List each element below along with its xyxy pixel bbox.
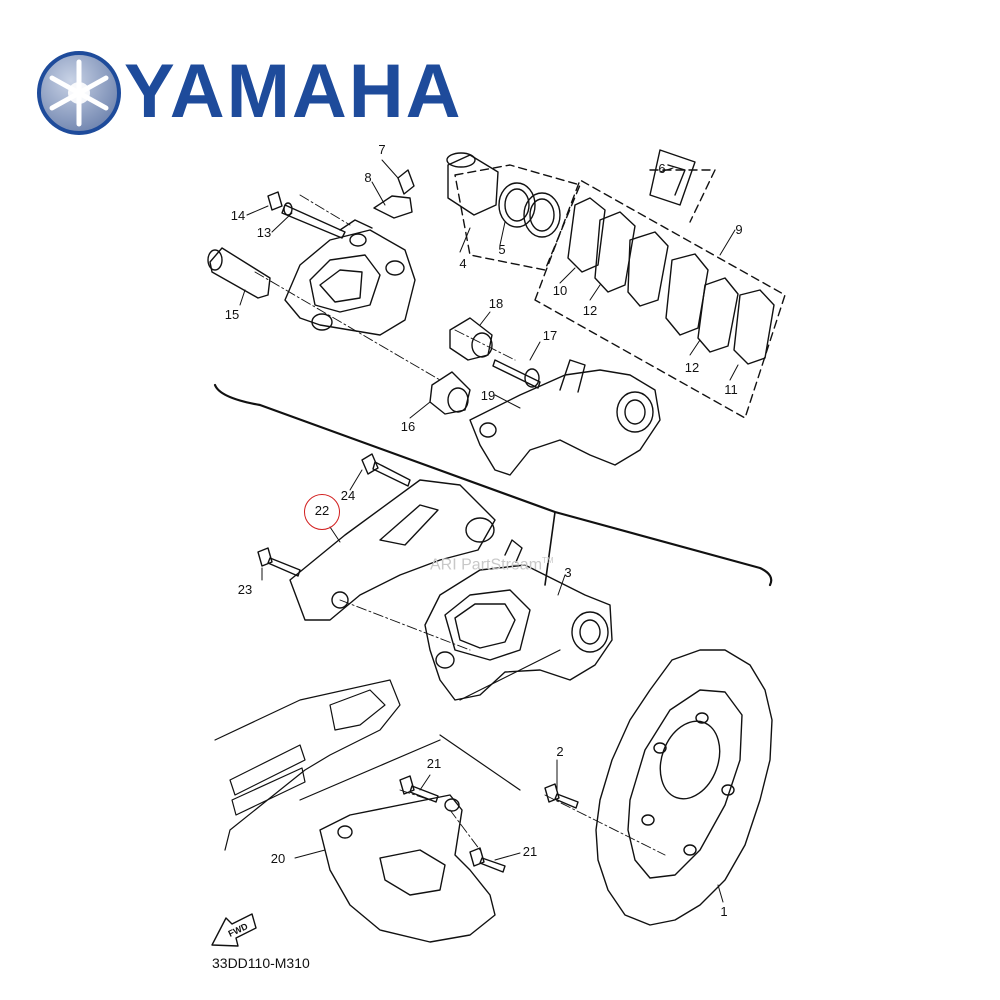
yamaha-logo: YAMAHA bbox=[36, 50, 461, 140]
bracket-pins-and-boots bbox=[429, 317, 541, 415]
leader-lines bbox=[239, 159, 739, 903]
callout-16[interactable]: 16 bbox=[400, 419, 416, 434]
callout-6[interactable]: 6 bbox=[658, 161, 666, 176]
callout-13[interactable]: 13 bbox=[256, 225, 272, 240]
assembly-bracket-stem bbox=[544, 511, 556, 586]
caliper-bracket bbox=[469, 359, 661, 476]
callout-8[interactable]: 8 bbox=[364, 170, 372, 185]
callout-3[interactable]: 3 bbox=[564, 565, 572, 580]
brand-wordmark: YAMAHA bbox=[124, 49, 463, 134]
callout-2[interactable]: 2 bbox=[556, 744, 564, 759]
callout-18[interactable]: 18 bbox=[488, 296, 504, 311]
callout-12b[interactable]: 12 bbox=[684, 360, 700, 375]
watermark-text: ARI PartStream bbox=[430, 556, 543, 574]
callout-10[interactable]: 10 bbox=[552, 283, 568, 298]
callout-11[interactable]: 11 bbox=[724, 382, 738, 397]
callout-23[interactable]: 23 bbox=[237, 582, 253, 597]
trademark-mark: TM bbox=[542, 556, 554, 565]
brake-pads bbox=[567, 197, 775, 365]
tuning-fork-emblem-icon bbox=[37, 51, 121, 135]
callout-15[interactable]: 15 bbox=[224, 307, 240, 322]
callout-21b[interactable]: 21 bbox=[522, 844, 538, 859]
alignment-lines bbox=[254, 194, 666, 856]
bolt-23 bbox=[257, 547, 301, 577]
callout-5[interactable]: 5 bbox=[498, 242, 506, 257]
pad-spring bbox=[649, 149, 696, 206]
bleeder-screw-and-cap bbox=[373, 169, 415, 219]
callout-14[interactable]: 14 bbox=[230, 208, 246, 223]
caliper-guard bbox=[289, 479, 496, 621]
bolt-24 bbox=[361, 453, 411, 487]
pad-retainer-dashed-box bbox=[649, 169, 716, 223]
assembly-bracket-line bbox=[213, 383, 773, 587]
watermark: ARI PartStreamTM bbox=[430, 556, 554, 574]
callout-17[interactable]: 17 bbox=[542, 328, 558, 343]
bolts-21 bbox=[399, 775, 506, 873]
highlight-circle bbox=[304, 494, 340, 530]
piston-and-seals bbox=[446, 152, 561, 238]
piston-dashed-box bbox=[454, 164, 581, 271]
assembled-caliper bbox=[424, 539, 613, 701]
callout-1[interactable]: 1 bbox=[720, 904, 728, 919]
brake-disc bbox=[595, 649, 773, 926]
callout-7[interactable]: 7 bbox=[378, 142, 386, 157]
callout-22[interactable]: 22 bbox=[314, 503, 330, 518]
callout-4[interactable]: 4 bbox=[459, 256, 467, 271]
callout-20[interactable]: 20 bbox=[270, 851, 286, 866]
callout-24[interactable]: 24 bbox=[340, 488, 356, 503]
fwd-arrow-icon bbox=[211, 913, 257, 947]
callout-9[interactable]: 9 bbox=[735, 222, 743, 237]
bolt-2 bbox=[544, 783, 579, 809]
callout-12a[interactable]: 12 bbox=[582, 303, 598, 318]
disc-guard bbox=[319, 794, 496, 943]
slide-pin bbox=[207, 247, 271, 299]
upper-caliper-body bbox=[284, 219, 416, 336]
pad-kit-dashed-box bbox=[534, 179, 786, 419]
pad-pin-and-plug bbox=[267, 191, 346, 239]
callout-19[interactable]: 19 bbox=[480, 388, 496, 403]
swingarm bbox=[214, 649, 561, 851]
callout-21a[interactable]: 21 bbox=[426, 756, 442, 771]
diagram-code: 33DD110-M310 bbox=[212, 955, 310, 971]
